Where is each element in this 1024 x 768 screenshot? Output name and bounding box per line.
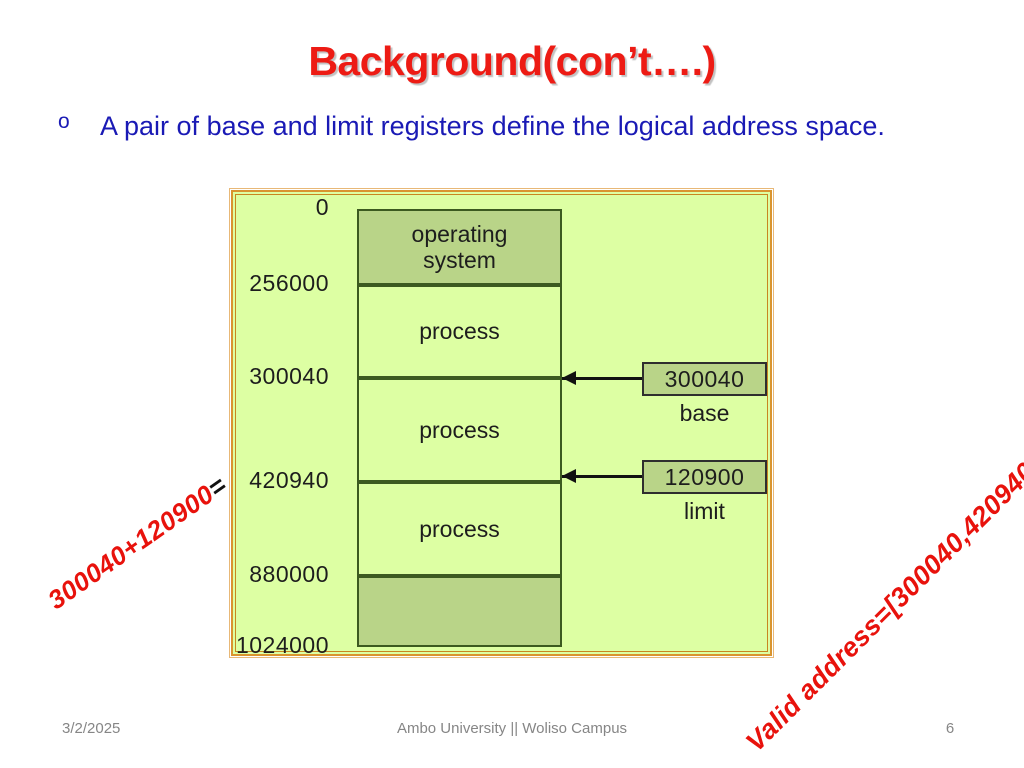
memory-diagram: 0 256000 300040 420940 880000 1024000 operatin… — [233, 192, 770, 658]
footer-date: 3/2/2025 — [62, 720, 121, 737]
register-caption: base — [679, 400, 730, 426]
memory-block — [357, 576, 562, 647]
footer-page-number: 6 — [945, 720, 955, 737]
bullet-text: A pair of base and limit registers defin… — [100, 111, 885, 141]
memory-address-label: 420940 — [249, 467, 329, 493]
memory-block: process — [357, 378, 562, 482]
memory-block: process — [357, 285, 562, 378]
memory-address-label: 256000 — [249, 270, 329, 296]
memory-address-label: 0 — [315, 194, 329, 220]
register-pointer-arrowhead — [562, 469, 576, 483]
register-pointer-arrowhead — [562, 371, 576, 385]
annotation-valid-address: Valid address=[300040,420940] — [740, 450, 1024, 758]
register-box: 120900 — [642, 460, 767, 494]
page-title: Background(con’t….) — [308, 38, 716, 84]
register-pointer-arrow — [562, 377, 642, 380]
annotation-sum-text: 300040+120900 — [42, 478, 220, 616]
memory-address-label: 1024000 — [235, 632, 329, 658]
register-caption: limit — [684, 498, 725, 524]
bullet-marker-icon: o — [58, 110, 70, 133]
footer-institution: Ambo University || Woliso Campus — [396, 720, 628, 737]
register-box: 300040 — [642, 362, 767, 396]
bullet-list: o A pair of base and limit registers def… — [58, 108, 938, 145]
annotation-valid-text: Valid address=[300040,420940 — [740, 456, 1024, 758]
register-pointer-arrow — [562, 475, 642, 478]
memory-block: process — [357, 482, 562, 576]
memory-diagram-frame: 0 256000 300040 420940 880000 1024000 operatin… — [229, 188, 774, 658]
memory-address-label: 880000 — [249, 561, 329, 587]
slide-footer: 3/2/2025 Ambo University || Woliso Campu… — [0, 720, 1024, 748]
memory-address-label: 300040 — [249, 363, 329, 389]
annotation-sum-expression: 300040+120900= — [42, 470, 233, 616]
